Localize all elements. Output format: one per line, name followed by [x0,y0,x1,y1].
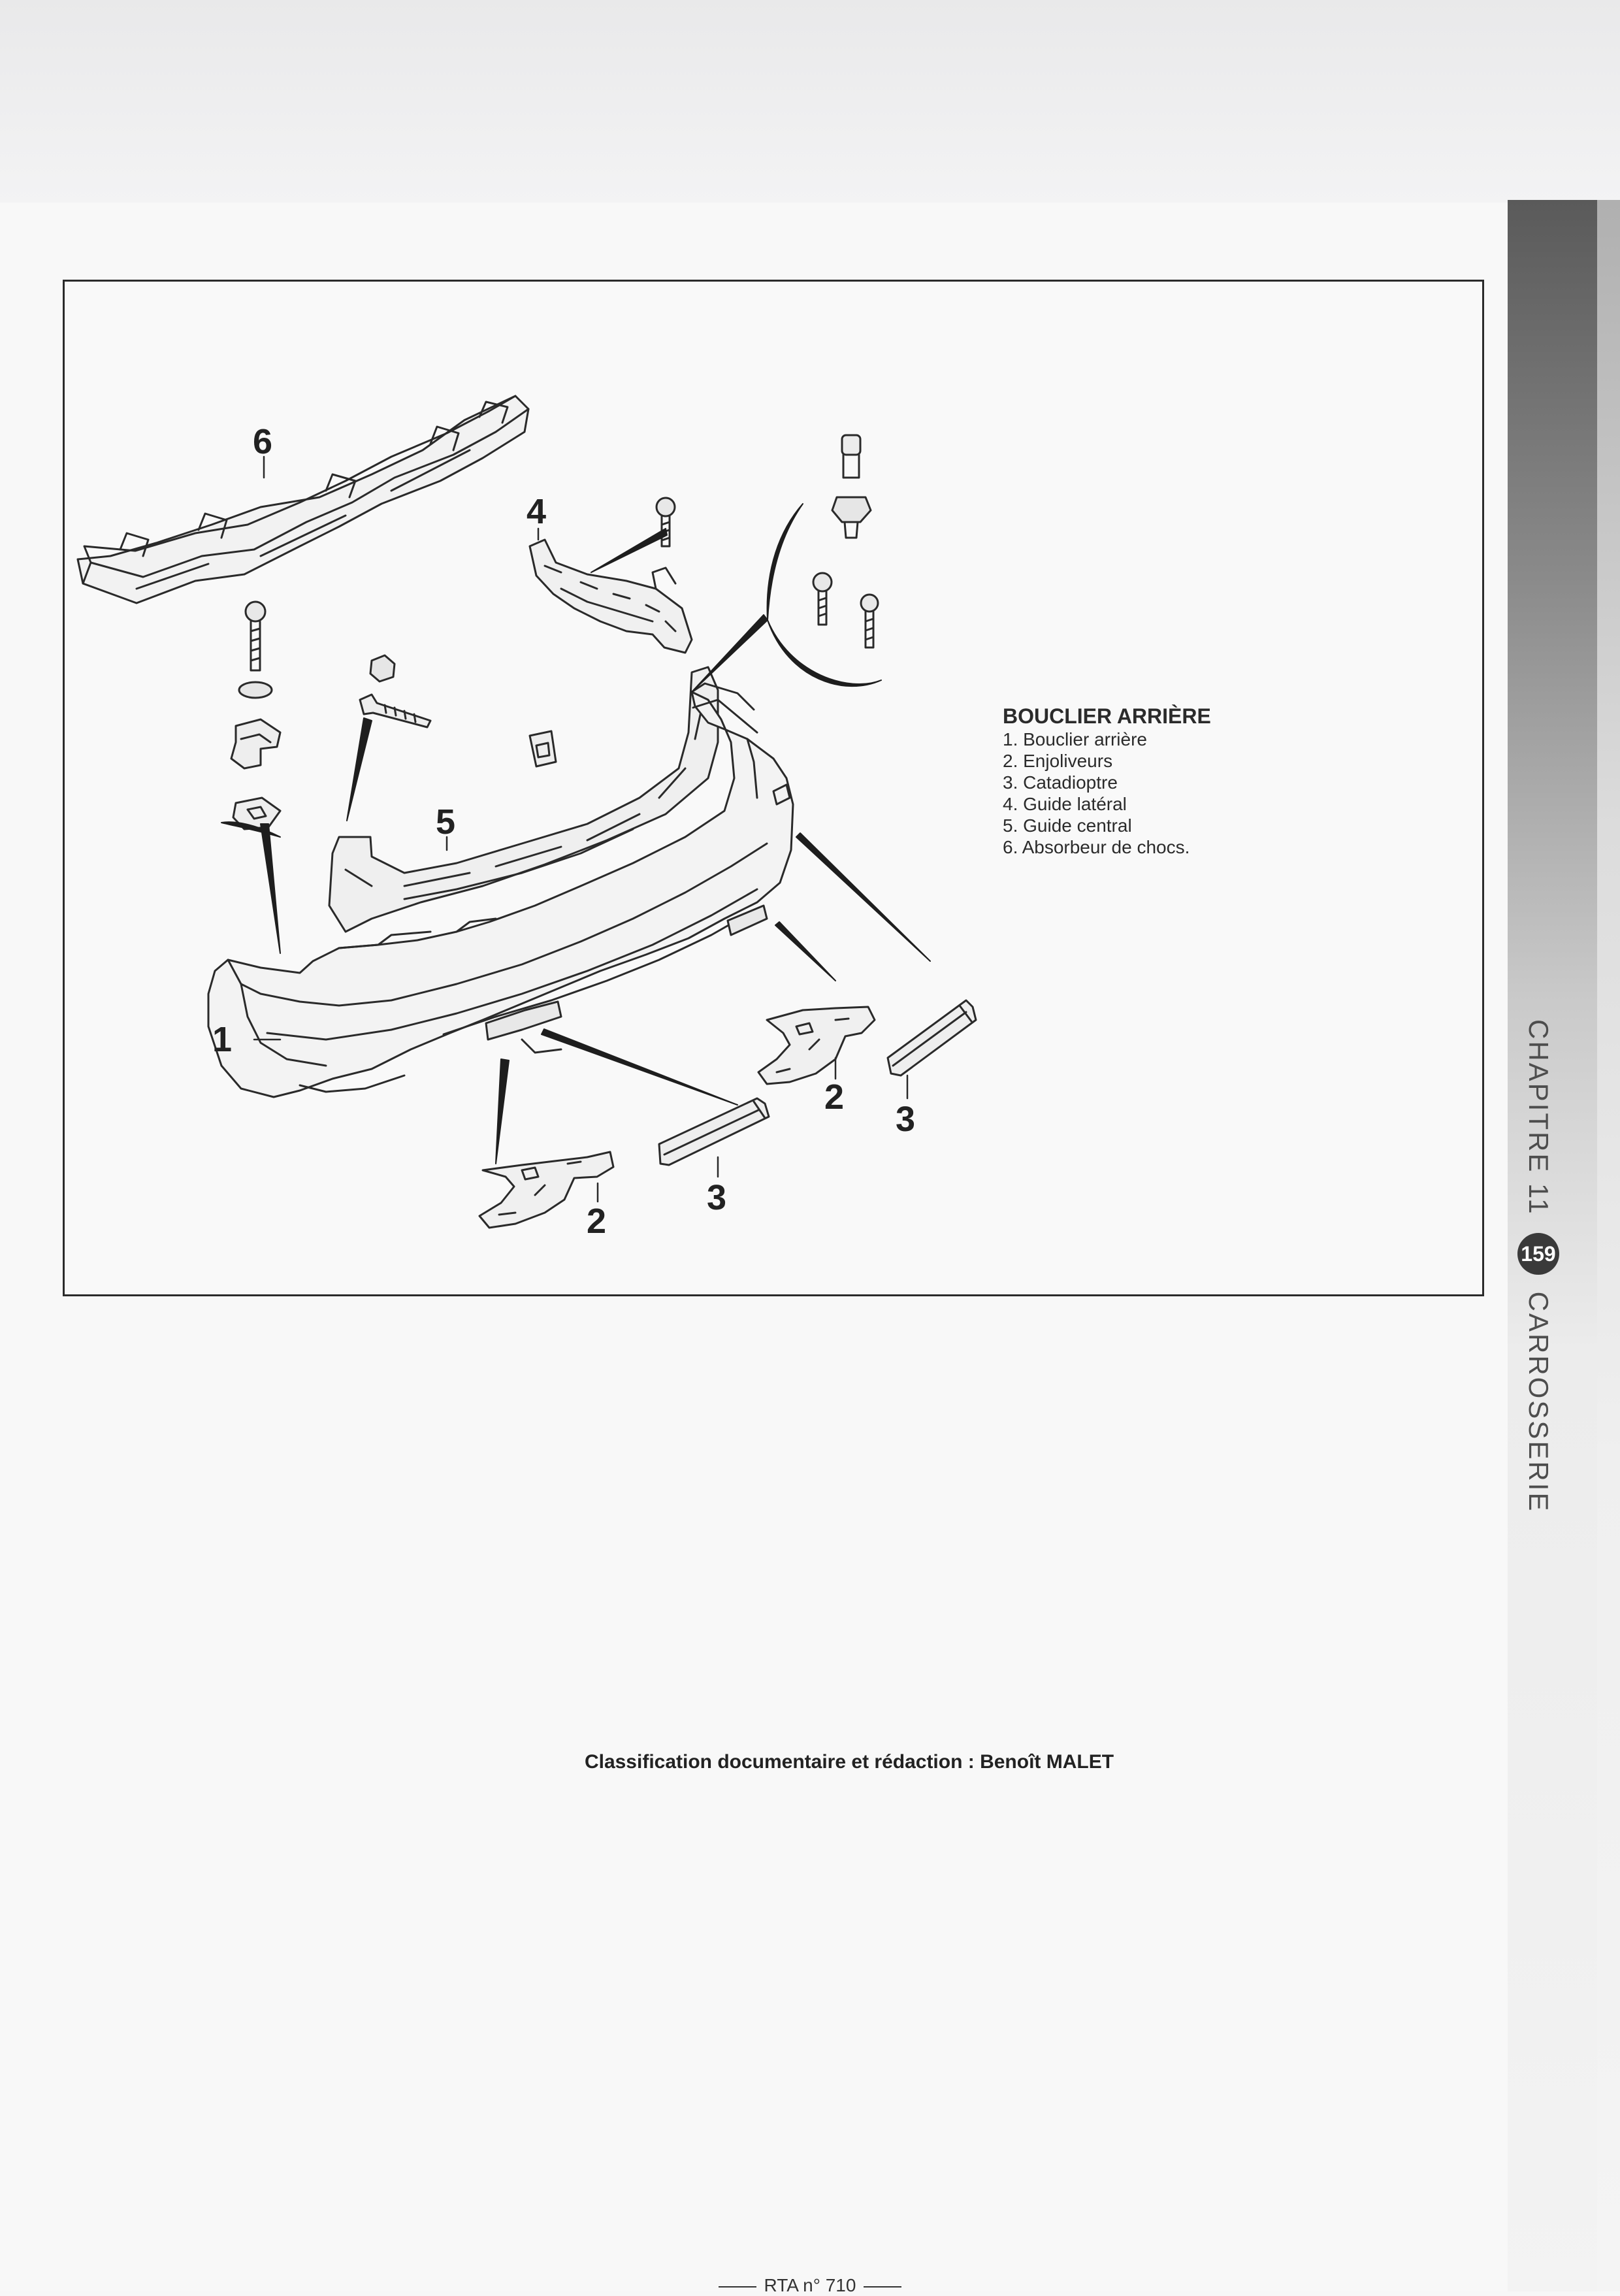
callout-3-left: 3 [707,1178,726,1217]
legend-item: 4. Guide latéral [1003,794,1127,814]
footer-rule-left [718,2286,756,2288]
callout-5: 5 [436,802,455,842]
callout-6: 6 [253,422,272,461]
callout-3-right: 3 [896,1100,915,1139]
section-label: CARROSSERIE [1523,1291,1554,1513]
part-reflector-right [886,999,977,1077]
legend-item: 3. Catadioptre [1003,772,1118,793]
callout-2-right: 2 [824,1077,844,1117]
exploded-diagram: 6 4 5 1 2 3 3 2 [76,395,977,1241]
callout-4: 4 [526,492,546,531]
legend-item: 2. Enjoliveurs [1003,751,1113,771]
callout-2-left: 2 [587,1202,606,1241]
part-rear-bumper [207,682,794,1098]
part-energy-absorber [76,395,530,604]
part-reflector-left [658,1097,770,1166]
part-trim-left [478,1151,615,1229]
callout-lines [253,455,909,1203]
chapter-tab-text: CHAPITRE 11 159 CARROSSERIE [1510,1019,1606,1562]
diagram-frame: 6 4 5 1 2 3 3 2 [63,280,1484,1296]
legend-item: 6. Absorbeur de chocs. [1003,837,1190,857]
chapter-label: CHAPITRE 11 [1523,1019,1554,1216]
legend-item: 1. Bouclier arrière [1003,729,1147,749]
chapter-tab-label: CHAPITRE 11 159 CARROSSERIE [1517,1019,1559,1513]
legend-title: BOUCLIER ARRIÈRE [1003,704,1211,728]
fasteners [230,434,879,830]
part-center-guide [328,666,719,933]
legend-list: 1. Bouclier arrière 2. Enjoliveurs 3. Ca… [1003,729,1303,858]
legend-item: 5. Guide central [1003,815,1132,836]
leader-arrows [221,503,931,1164]
part-side-guide [528,538,693,654]
footer-rule-right [864,2286,902,2288]
scan-background [0,0,1620,203]
callout-labels: 6 4 5 1 2 3 3 2 [212,422,915,1241]
page-footer: RTA n° 710 [679,2275,941,2296]
footer-folio: RTA n° 710 [764,2275,856,2295]
credit-line: Classification documentaire et rédaction… [584,1751,1114,1773]
page-edge [1597,200,1620,2291]
diagram-legend: BOUCLIER ARRIÈRE 1. Bouclier arrière 2. … [1003,704,1303,858]
callout-1: 1 [212,1020,232,1059]
page-number-badge: 159 [1517,1232,1559,1275]
part-trim-right [757,1006,876,1085]
